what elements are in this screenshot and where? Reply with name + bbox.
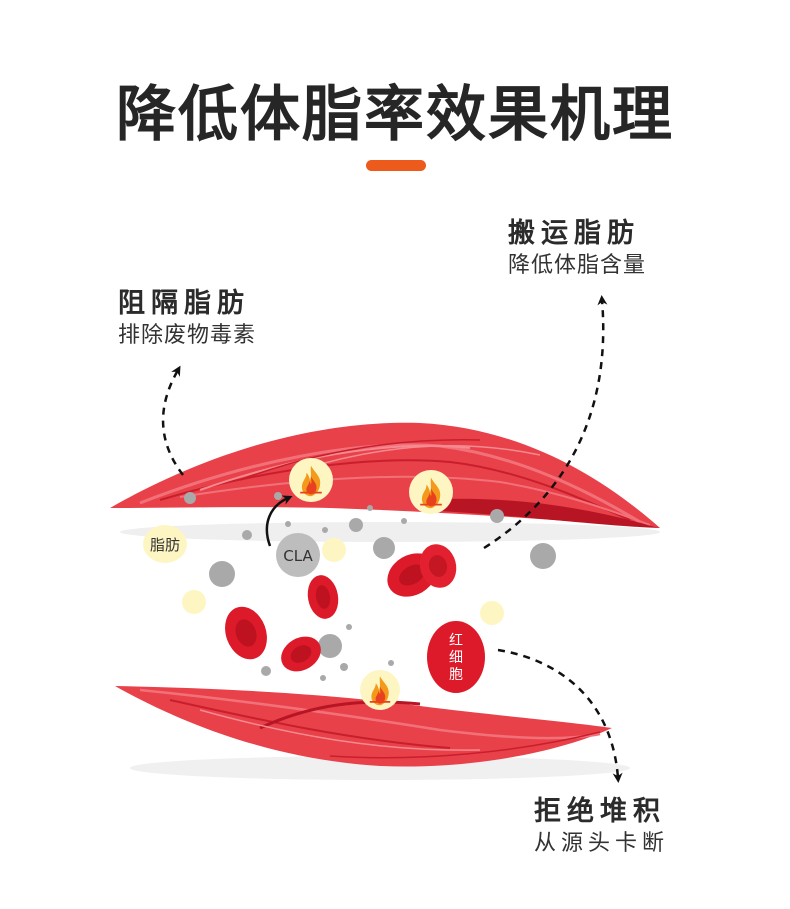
callout-reject-sub: 从源头卡断 [534,831,670,856]
rbc-label-1: 红 [449,633,463,649]
callout-block-fat-heading: 阻隔脂肪 [118,288,250,319]
callout-carry-fat-heading: 搬运脂肪 [508,218,640,249]
fat-droplet-labeled: 脂肪 [143,525,187,563]
block-fat-dashed-arrow-icon [161,365,184,476]
rbc-label-3: 胞 [449,667,463,683]
fat-burning-spot-3 [360,670,400,710]
cla-to-fat-arrow [265,495,293,547]
callout-reject-accumulation: 拒绝堆积 从源头卡断 [534,795,669,859]
red-blood-cell-labeled: 红 细 胞 [427,621,485,693]
callout-reject-heading: 拒绝堆积 [534,796,666,827]
fat-droplets [182,538,504,625]
reject-accumulation-dashed-arrow-icon [497,648,623,783]
page-title: 降低体脂率效果机理 [116,80,674,150]
rbc-label-2: 细 [449,650,463,666]
fat-burning-spot-2 [409,470,453,514]
carry-fat-dashed-arrow-icon [483,295,608,550]
callout-carry-fat-sub: 降低体脂含量 [508,253,647,278]
upper-muscle-shadow [120,522,660,542]
upper-muscle-band [110,422,660,528]
lower-muscle-shadow [130,756,630,780]
lower-muscle-band [115,686,612,767]
fat-burning-spot-1 [289,458,333,502]
cla-particles [184,492,556,681]
cla-molecule: CLA [276,533,320,577]
title-underline [366,160,426,171]
callout-carry-fat: 搬运脂肪 降低体脂含量 [508,217,646,281]
callout-block-fat-sub: 排除废物毒素 [118,323,257,348]
callout-block-fat: 阻隔脂肪 排除废物毒素 [118,287,256,351]
fat-label: 脂肪 [150,536,180,554]
cla-label: CLA [283,547,313,565]
red-blood-cells [225,544,457,672]
